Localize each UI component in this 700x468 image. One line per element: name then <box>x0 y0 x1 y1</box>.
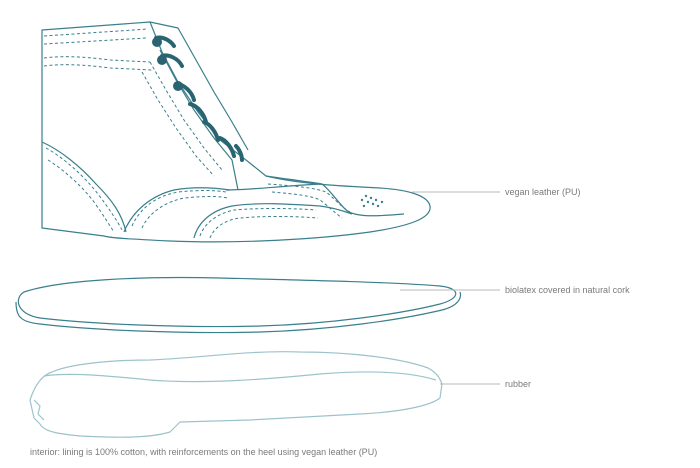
boot-outline <box>41 21 431 243</box>
lace-eyelets <box>152 37 183 91</box>
boot-upper <box>41 21 431 243</box>
interior-footnote: interior: lining is 100% cotton, with re… <box>30 447 378 457</box>
label-outsole-material: rubber <box>505 379 532 389</box>
wingtip-cap <box>265 175 405 217</box>
outsole <box>29 351 443 438</box>
label-insole-material: biolatex covered in natural cork <box>505 285 630 295</box>
insole-top <box>17 276 457 328</box>
boot-stitching <box>43 28 351 239</box>
leader-lines <box>400 191 500 385</box>
insole-bottom <box>15 291 462 334</box>
boot-tongue <box>149 21 249 151</box>
brogue-medallion <box>360 194 384 208</box>
outsole-outline <box>29 351 443 438</box>
insole <box>15 276 462 334</box>
label-upper-material: vegan leather (PU) <box>505 187 581 197</box>
